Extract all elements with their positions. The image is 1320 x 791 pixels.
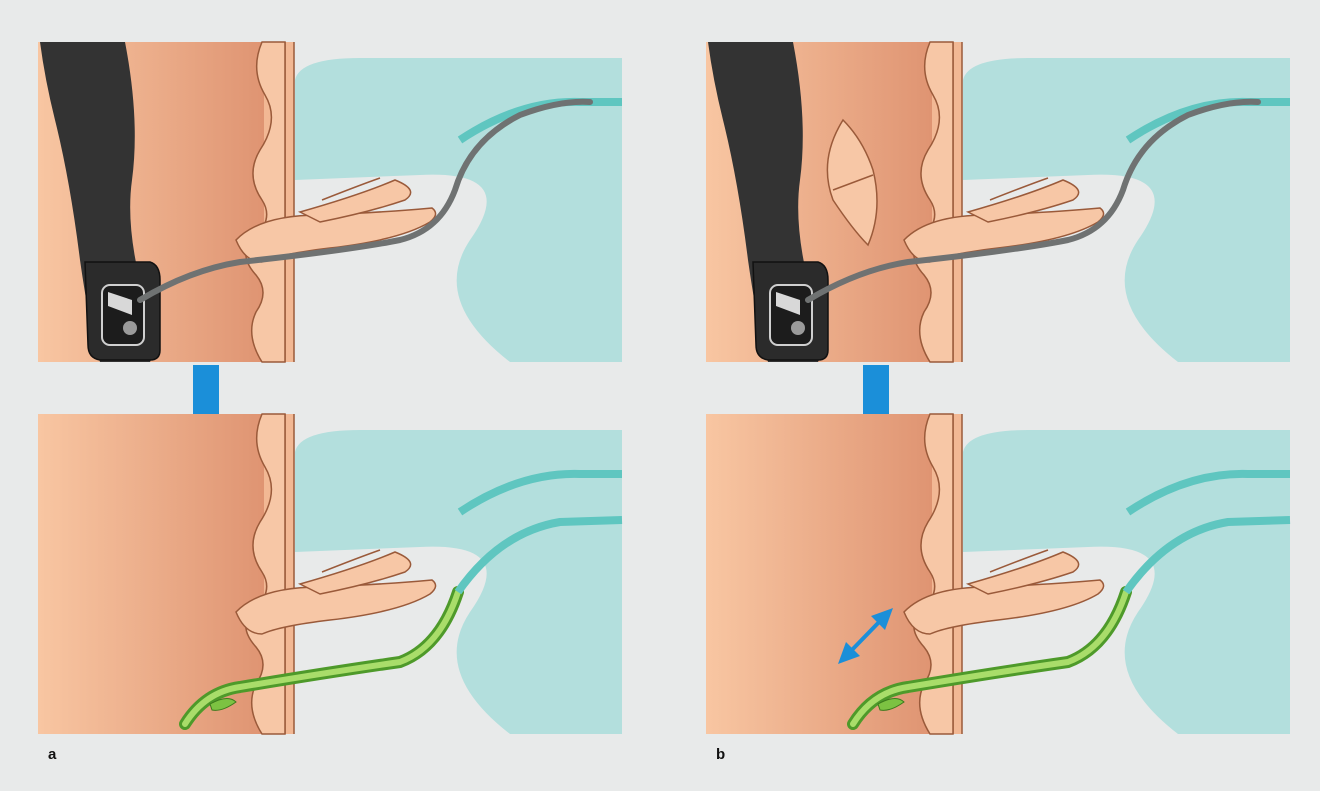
panel-a-top: [38, 42, 622, 362]
panel-b-top: [706, 42, 1290, 362]
panel-a-bottom: [38, 414, 622, 734]
lens-icon: [123, 321, 137, 335]
panel-label-a: a: [48, 746, 56, 763]
lens-icon: [791, 321, 805, 335]
panel-label-b: b: [716, 746, 725, 763]
panel-b-bottom: [706, 414, 1290, 734]
